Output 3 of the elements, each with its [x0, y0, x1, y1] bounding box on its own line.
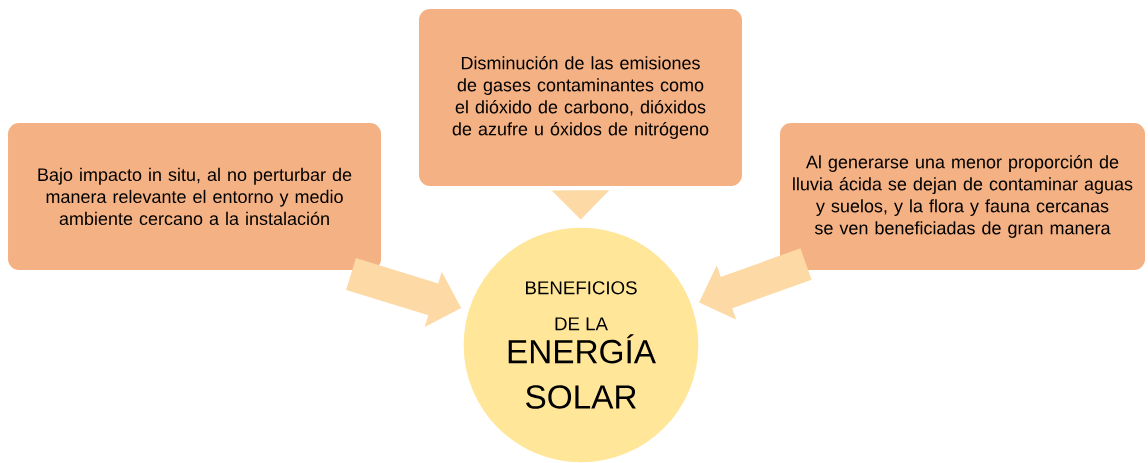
text-box: Disminución de las emisiones de gases contaminantes como el dióxido de carbono, dióxidos de azufre u óxidos de nitrógeno — [417, 7, 744, 188]
text-box: Bajo impacto in situ, al no perturbar de manera relevante el entorno y medio ambiente cercano a la instalación — [6, 121, 383, 272]
text-box: Al generarse una menor proporción de lluvia ácida se dejan de contaminar aguas y suelos, y la flora y fauna cercanas se ven beneficiadas de gran manera — [778, 121, 1147, 272]
